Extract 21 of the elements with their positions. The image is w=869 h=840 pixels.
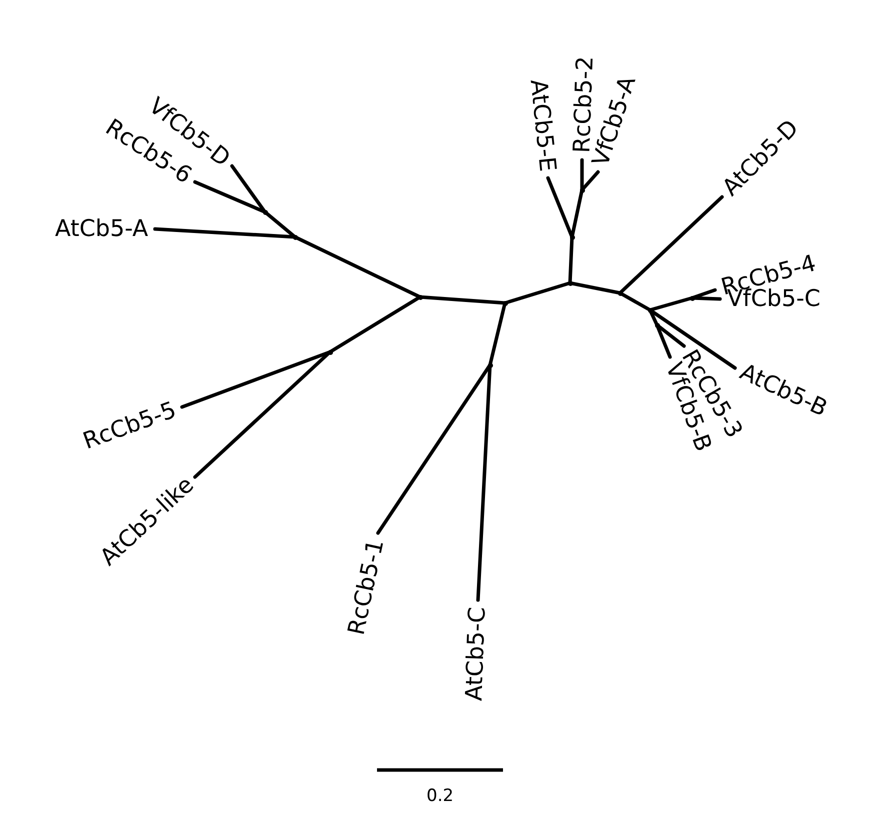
branch-point xyxy=(488,362,492,368)
branch-line xyxy=(546,176,574,239)
branch-point xyxy=(328,350,332,354)
branch-point xyxy=(580,188,584,192)
branch-line xyxy=(580,170,600,192)
branch-point xyxy=(654,322,660,328)
branch-line xyxy=(193,350,332,479)
branch-point xyxy=(568,280,572,286)
branch-point xyxy=(648,308,652,312)
taxon-label: RcCb5-1 xyxy=(344,537,390,638)
branch-point xyxy=(418,294,422,300)
branch-point xyxy=(690,296,694,300)
taxon-label: AtCb5-C xyxy=(461,606,491,702)
branch-point xyxy=(502,300,508,306)
taxon-label: AtCb5-A xyxy=(55,216,148,242)
scale-value: 0.2 xyxy=(426,786,454,806)
taxon-label: AtCb5-E xyxy=(524,78,560,173)
branch-point xyxy=(292,234,298,240)
branch-line xyxy=(328,295,422,354)
branch-point xyxy=(262,210,268,214)
branch-line xyxy=(618,195,724,295)
